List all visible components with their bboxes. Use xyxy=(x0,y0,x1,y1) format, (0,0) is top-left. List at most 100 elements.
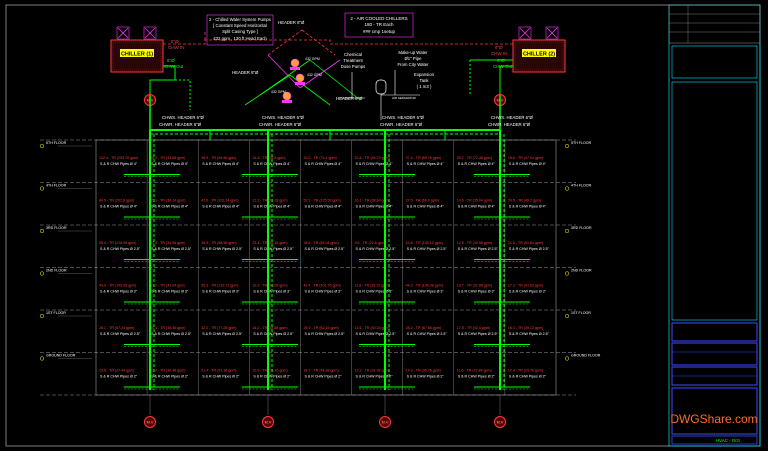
zone-pipe-size: S & R CHW Pipes Ø 4" xyxy=(100,205,138,209)
chw-in-right: CHW IN xyxy=(491,51,508,56)
zone-load: 122.4 - TR (293.76 gpm) xyxy=(99,156,138,160)
zone-load: 12.2 - TR (29.28 gpm) xyxy=(252,199,287,203)
air-separator: AIR SEPARATOR xyxy=(392,96,417,100)
zone-pipe-size: S & R CHW Pipes Ø 4" xyxy=(202,205,240,209)
zone-pipe-size: S & R CHW Pipes Ø 2" xyxy=(151,375,189,379)
chiller-2-label: CHILLER (2) xyxy=(523,52,555,58)
zone-pipe-size: S & R CHW Pipes Ø 3" xyxy=(509,290,547,294)
zone-load: 18.7 - TR (44.88 gpm) xyxy=(303,369,338,373)
header-label-1: HEADER 8"Ø xyxy=(278,20,305,25)
chwr-header-mid-right: CHWR. HEADER 6"Ø xyxy=(380,122,423,127)
chwr-header-mid-left: CHWR. HEADER 6"Ø xyxy=(259,122,302,127)
sheet-code: HVAC - R01 xyxy=(716,438,741,443)
chws-header-mid-right: CHWS. HEADER 6"Ø xyxy=(382,115,425,120)
level-marker-icon xyxy=(39,313,45,319)
valve-icon xyxy=(144,416,156,428)
zone-load: 21.6 - TR (51.84 gpm) xyxy=(508,241,543,245)
title-block: DWGShare.com HVAC - R01 xyxy=(668,4,761,447)
floor-level-right: 3RD FLOOR xyxy=(571,226,592,230)
zone-pipe-size: S & R CHW Pipes Ø 3" xyxy=(100,290,138,294)
zone-load: 42.4 - TR (101.76 gpm) xyxy=(303,284,340,288)
zone-load: 16.3 - TR (39.12 gpm) xyxy=(508,326,543,330)
zone-pipe-size: S & R CHW Pipes Ø 3" xyxy=(407,290,445,294)
zone-pipe-size: S & R CHW Pipes Ø 4" xyxy=(356,205,394,209)
chillers-note-1: 2 - AIR COOLED CHILLERS xyxy=(350,16,407,21)
level-marker-icon xyxy=(564,313,570,319)
level-marker-icon xyxy=(564,356,570,361)
pumps-note-1: 2 - Chilled Water System Pumps xyxy=(209,17,271,22)
chiller-1: CHILLER (1) xyxy=(110,26,164,73)
pump-gpm-1: 432 GPM xyxy=(305,57,320,61)
zone-pipe-size: S & R CHW Pipes Ø 2" xyxy=(304,375,342,379)
floor-level-right: 5TH FLOOR xyxy=(571,141,592,145)
watermark: DWGShare.com xyxy=(670,412,757,426)
expansion-tank xyxy=(375,70,420,120)
zone-pipe-size: S & R CHW Pipes Ø 2.5" xyxy=(356,247,397,251)
zone-pipe-size: S & R CHW Pipes Ø 3" xyxy=(151,290,189,294)
floor-level-left: 3RD FLOOR xyxy=(46,226,67,230)
chiller-2: CHILLER (2) xyxy=(512,26,566,73)
chillers-note-3: ### cmp 1setup xyxy=(363,29,396,34)
zone-pipe-size: S & R CHW Pipes Ø 2.5" xyxy=(151,332,192,336)
zone-load: 27.5 - TR (66.0 gpm) xyxy=(406,199,439,203)
chemical-note-1: Chemical xyxy=(344,52,362,57)
zone-load: 21.4 - TR (51.36 gpm) xyxy=(201,369,236,373)
zone-pipe-size: S & R CHW Pipes Ø 2.5" xyxy=(458,332,499,336)
chwr-header-left: CHWR. HEADER 6"Ø xyxy=(159,122,202,127)
level-marker-icon xyxy=(39,143,45,149)
zone-load: 30.2 - TR (72.48 gpm) xyxy=(457,156,492,160)
zone-load: 13.3 - TR (31.92 gpm) xyxy=(355,369,390,373)
riser-pipes xyxy=(124,130,530,390)
zone-load: 52.3 - TR (125.52 gpm) xyxy=(303,199,340,203)
zone-load: 13.7 - TR (32.88 gpm) xyxy=(457,284,492,288)
chws-header-right: CHWS. HEADER 6"Ø xyxy=(491,115,534,120)
zone-load: 17.5 - TR (42.0 gpm) xyxy=(457,326,490,330)
zone-pipe-size: S & R CHW Pipes Ø 3" xyxy=(202,290,240,294)
zone-load: 44.2 - TR (106.08 gpm) xyxy=(406,284,443,288)
expansion-note-1: Expansion xyxy=(414,72,435,77)
main-headers: CHWS. HEADER 6"Ø CHWR. HEADER 6"Ø CHWS. … xyxy=(149,95,534,135)
zone-load: 36.9 - TR (88.56 gpm) xyxy=(201,241,236,245)
floor-level-right: 1ST FLOOR xyxy=(571,311,591,315)
zone-pipe-size: S & R CHW Pipes Ø 2" xyxy=(356,375,394,379)
chw-out-left-size: 6"Ø xyxy=(167,58,175,63)
zone-pipe-size: S & R CHW Pipes Ø 2.5" xyxy=(202,247,243,251)
zone-pipe-size: S & R CHW Pipes Ø 2" xyxy=(100,375,138,379)
zone-pipe-size: S & R CHW Pipes Ø 3" xyxy=(356,290,394,294)
zone-load: 16.1 - TR (38.64 gpm) xyxy=(355,199,390,203)
valve-label: M.V xyxy=(147,421,154,425)
pump-gpm-3: 432 GPM xyxy=(271,90,286,94)
zone-load: 18.2 - TR (43.68 gpm) xyxy=(150,156,185,160)
zone-pipe-size: S & R CHW Pipes Ø 2.5" xyxy=(509,332,550,336)
expansion-note-2: Tank xyxy=(419,78,429,83)
zone-load: 26.9 - TR (64.56 gpm) xyxy=(201,156,236,160)
zone-load: 55.3 - TR (132.72 gpm) xyxy=(201,284,238,288)
chw-in-left: CHW IN xyxy=(168,45,185,50)
zone-pipe-size: S & R CHW Pipes Ø 2.5" xyxy=(253,332,294,336)
zone-load: 19.6 - TR (47.04 gpm) xyxy=(508,156,543,160)
zone-pipe-size: S & R CHW Pipes Ø 4" xyxy=(458,162,496,166)
zone-pipe-size: S & R CHW Pipes Ø 2.5" xyxy=(407,332,448,336)
zone-load: 12.6 - TR (30.24 gpm) xyxy=(355,326,390,330)
zone-pipe-size: S & R CHW Pipes Ø 4" xyxy=(509,162,547,166)
chw-in-right-size: 6"Ø xyxy=(495,45,503,50)
zone-pipe-size: S & R CHW Pipes Ø 2.5" xyxy=(202,332,243,336)
zone-pipe-size: S & R CHW Pipes Ø 4" xyxy=(407,205,445,209)
zone-pipe-size: S & R CHW Pipes Ø 2.5" xyxy=(407,247,448,251)
zone-load: 25.9 - TR (62.16 gpm) xyxy=(303,326,338,330)
zone-pipe-size: S & R CHW Pipes Ø 4" xyxy=(458,205,496,209)
floor-level-right: 4TH FLOOR xyxy=(571,184,592,188)
zone-load: 95.4 - TR (228.96 gpm) xyxy=(99,241,136,245)
zone-pipe-size: S & R CHW Pipes Ø 2.5" xyxy=(304,247,345,251)
makeup-note-3: From City Water xyxy=(397,62,429,67)
valve-label: M.V xyxy=(497,421,504,425)
zone-pipe-size: S & R CHW Pipes Ø 2" xyxy=(509,375,547,379)
valve-label: M.V xyxy=(265,421,272,425)
chiller-1-label: CHILLER (1) xyxy=(121,52,153,58)
zone-pipe-size: S & R CHW Pipes Ø 2.5" xyxy=(304,332,345,336)
zone-pipe-size: S & R CHW Pipes Ø 4" xyxy=(304,205,342,209)
zone-pipe-size: S & R CHW Pipes Ø 2.5" xyxy=(509,247,550,251)
zone-pipe-size: S & R CHW Pipes Ø 2.5" xyxy=(253,247,294,251)
level-marker-icon xyxy=(39,271,45,276)
